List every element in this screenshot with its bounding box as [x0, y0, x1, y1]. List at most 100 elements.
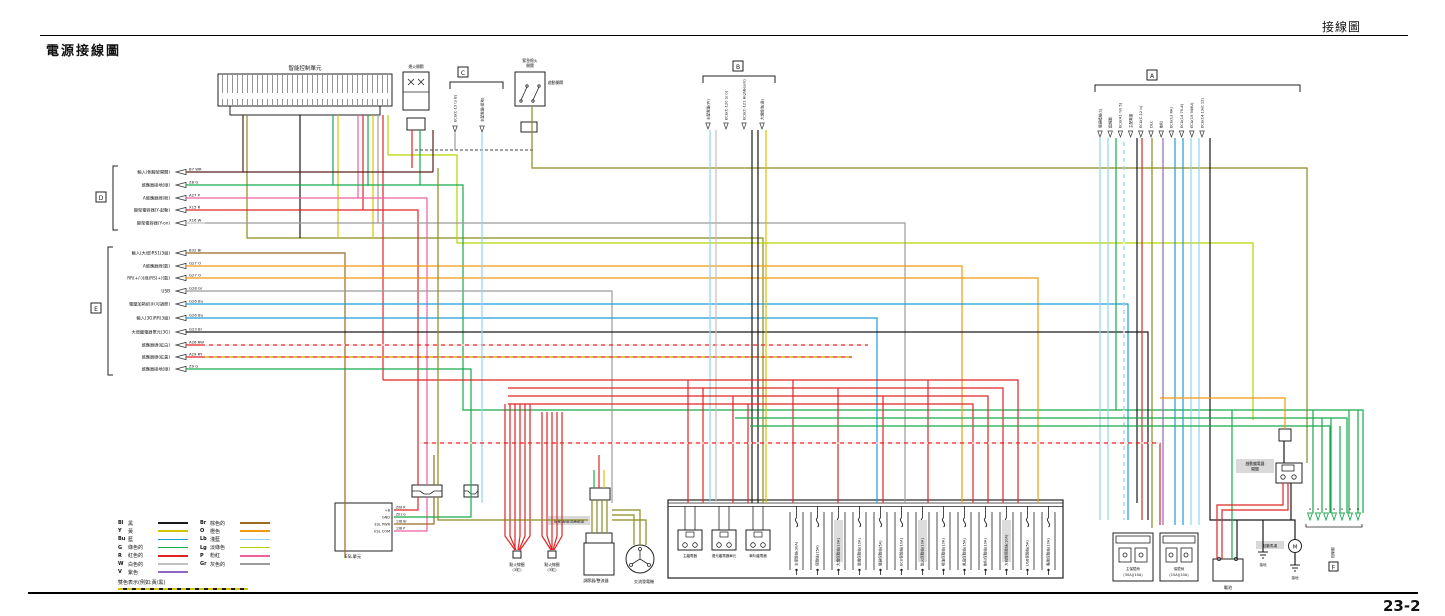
legend-color-name: 橙色: [210, 528, 221, 535]
legend-swatch-line: [158, 530, 188, 533]
connector-arrow: [1199, 130, 1205, 139]
wire-color-tag: G: [1317, 507, 1320, 511]
relay-pin: [682, 542, 688, 548]
fuse-label: 點火保險絲(10A): [920, 538, 925, 566]
legend-swatch-line: [240, 563, 270, 565]
ground-terminal-arrow: [1306, 512, 1314, 522]
relay-notch: [719, 531, 729, 538]
wire-row-code: A29 RY: [189, 352, 203, 357]
legend-color-name: 藍: [128, 536, 134, 543]
wire-row-label: 輸入(大燈)RS1(3組): [132, 250, 171, 257]
esl-pin-code: Z08 R: [396, 506, 406, 510]
ecu-connector: 智能控制單元: [217, 64, 393, 116]
regulator-tag: 調節器/整流器接頭: [554, 519, 584, 524]
ground-terminal-arrow: [1330, 512, 1338, 522]
connector-pin-label: ECU(C-120 to b): [724, 90, 728, 120]
fuse-label: ECU保險絲(10A): [899, 537, 904, 566]
legend-swatch-line: [158, 546, 188, 549]
legend-color-name: 粉紅: [210, 553, 221, 560]
kill-switch-box: 緊急熄火 開關 啟動開關: [514, 58, 563, 133]
relay-label: 燈光繼電器單元: [712, 553, 737, 558]
wire-row-code: Z8 G: [189, 180, 198, 185]
wire-row-arrow: [174, 287, 187, 295]
connector-arrow: [1117, 130, 1124, 139]
legend-swatch-line: [240, 538, 270, 541]
esl-pin-code: 13B Br: [396, 520, 407, 524]
fuse-glyph: [815, 517, 820, 528]
kill-module: 熄火開關: [402, 64, 430, 131]
fuse-label: 保險絲(15A): [815, 545, 820, 566]
fuse-glyph: [899, 517, 904, 528]
connector-arrow: [1148, 130, 1154, 139]
svg-text:點火線圈: 點火線圈: [509, 562, 524, 567]
fuse-glyph: [794, 517, 799, 528]
legend-color-name: 淺藍: [210, 536, 221, 543]
legend-color-name: 白色的: [128, 561, 144, 568]
legend-code: Y: [118, 528, 122, 535]
connector-pin-label: 喇叭: [1159, 120, 1164, 128]
wire-row-arrow: [174, 328, 187, 336]
connector-pin-label: 主配電盤(W): [705, 99, 710, 120]
connector-arrow: [1097, 130, 1103, 139]
kill-switch-label: 緊急熄火: [522, 58, 537, 63]
wire-color-tag: G: [1357, 507, 1360, 511]
starter-motor: 起動馬達 M: [1256, 539, 1302, 553]
svg-text:C: C: [461, 70, 465, 77]
connector-pin-label: ECU(C-13 to B): [453, 94, 457, 122]
relay-notch: [753, 531, 763, 538]
fuse-label: USB保險絲(5A): [1025, 540, 1030, 566]
relay-pin: [726, 542, 732, 548]
fuse-glyph: [941, 517, 946, 528]
connector-pin-label: ECU(19 946U): [1190, 102, 1194, 128]
inline-connectors: [411, 484, 557, 559]
legend-note: 雙色表示(例如:黃/黑): [118, 580, 166, 587]
esl-pin-name: +B: [385, 508, 391, 512]
wire-row-arrow: [174, 168, 187, 176]
top-rule: [40, 35, 1408, 36]
fuse-label: 噴油保險絲(10A): [941, 538, 946, 566]
legend-two-color-sample: [118, 588, 248, 591]
esl-pin-code: Z01 G: [396, 513, 406, 517]
wire-row-arrow: [174, 314, 187, 322]
ignition-coil-labels: 點火線圈 (3缸) 點火線圈 (3缸): [509, 562, 559, 572]
sub-fusebox-1-label: 主保險絲: [1126, 566, 1141, 571]
wire-row-arrow: [174, 194, 187, 202]
bracket-letter-texts: A B C D E F: [94, 64, 1336, 572]
wire-row-label: 輸入(3G)RR(3組): [137, 315, 171, 322]
battery: 電池: [1212, 557, 1244, 591]
sub-fusebox-1-amps: (30A)(10A): [1123, 573, 1143, 577]
wire-color-tag: G: [1309, 507, 1312, 511]
legend-code: Lb: [200, 536, 207, 543]
wire-row-arrow: [174, 249, 187, 257]
page-number: 23-2: [1383, 597, 1421, 615]
f-block-label: 配線圖: [1330, 547, 1335, 558]
svg-text:B: B: [736, 64, 740, 71]
relay-label: 喇叭繼電器: [749, 553, 767, 558]
relay-pin: [750, 542, 756, 548]
connector-pin-label: ECU(14 13et 12): [1200, 98, 1204, 128]
wire-row-arrow: [174, 300, 187, 308]
starter-relay-label: 啟動繼電器: [1246, 461, 1265, 466]
svg-text:點火線圈: 點火線圈: [544, 562, 559, 567]
start-switch-label: 啟動開關: [548, 80, 563, 85]
wire-color-tag: G: [1349, 507, 1352, 511]
connector-arrow: [479, 125, 485, 134]
ground-terminal-arrow: [1314, 512, 1322, 522]
wire-color-tag: G: [1325, 507, 1328, 511]
legend-color-name: 黑: [128, 520, 134, 527]
legend-color-name: 黃: [128, 528, 134, 535]
svg-text:(3缸): (3缸): [512, 567, 522, 572]
ground-terminal-arrow: [1346, 512, 1354, 522]
wire-row-label: 感應器線(紅白): [142, 342, 171, 349]
connector-pin-label: ECU(C-12 b): [1139, 105, 1143, 128]
connector-pin-label: ECU(C-121 HighBeam): [742, 79, 746, 120]
wire-row-code: A26 RW: [189, 340, 204, 345]
